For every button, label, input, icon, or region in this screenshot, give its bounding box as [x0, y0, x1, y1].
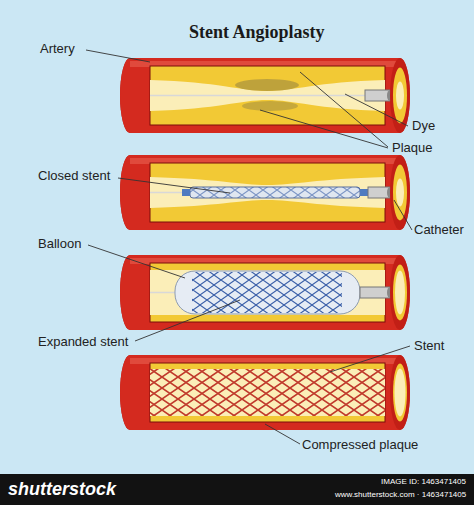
- part-label: Plaque: [392, 140, 432, 156]
- part-label: Compressed plaque: [302, 437, 418, 453]
- part-label: Dye: [412, 118, 435, 134]
- artery-tube: [120, 255, 410, 330]
- leader-lines: [86, 50, 412, 444]
- image-id: IMAGE ID: 1463471405: [381, 477, 466, 487]
- part-label: Artery: [40, 41, 75, 57]
- part-label: Balloon: [38, 236, 81, 252]
- diagram-title: Stent Angioplasty: [189, 22, 325, 43]
- part-label: Closed stent: [38, 168, 110, 184]
- part-label: Expanded stent: [38, 334, 128, 350]
- watermark-logo: shutterstock: [8, 479, 116, 499]
- artery-tube: [120, 155, 410, 230]
- artery-tube: [120, 58, 410, 133]
- part-label: Stent: [414, 338, 444, 354]
- part-label: Catheter: [414, 222, 464, 238]
- artery-tube: [120, 355, 410, 430]
- watermark-url: www.shutterstock.com · 1463471405: [335, 490, 466, 500]
